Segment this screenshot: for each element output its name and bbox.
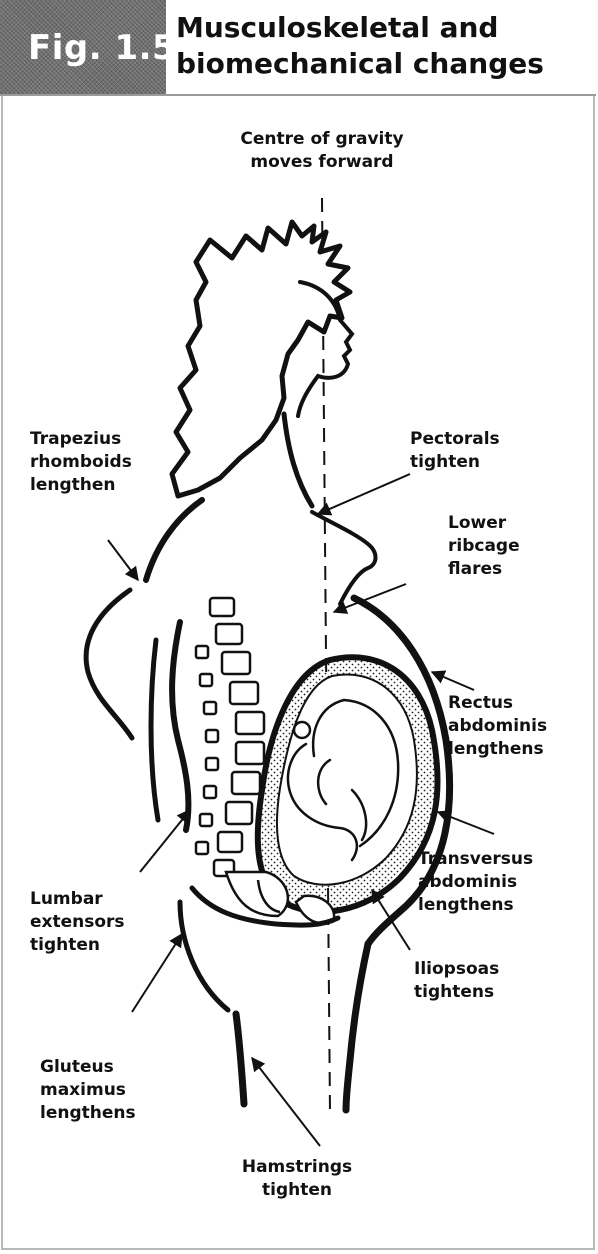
spine-vertebrae (196, 598, 264, 876)
label-rectus-line-1: Rectus (448, 692, 547, 715)
label-centre-of-gravity: Centre of gravity moves forward (222, 128, 422, 174)
label-iliopsoas-line-2: tightens (414, 981, 499, 1004)
arrow-rectus (432, 672, 474, 690)
label-transversus-line-1: Transversus (418, 848, 533, 871)
label-lumbar-line-2: extensors (30, 911, 125, 934)
label-transversus-line-3: lengthens (418, 894, 533, 917)
label-rectus-abdominis: Rectus abdominis lengthens (448, 692, 547, 761)
label-transversus-line-2: abdominis (418, 871, 533, 894)
label-hamstrings-line-2: tighten (222, 1179, 372, 1202)
label-trapezius-line-1: Trapezius (30, 428, 132, 451)
label-trapezius: Trapezius rhomboids lengthen (30, 428, 132, 497)
label-iliopsoas: Iliopsoas tightens (414, 958, 499, 1004)
label-centre-of-gravity-line-2: moves forward (222, 151, 422, 174)
arm-upper (86, 590, 132, 738)
label-rectus-line-2: abdominis (448, 715, 547, 738)
label-hamstrings: Hamstrings tighten (222, 1156, 372, 1202)
label-lumbar-line-3: tighten (30, 934, 125, 957)
label-gluteus-line-2: maximus (40, 1079, 136, 1102)
arrow-trapezius (108, 540, 138, 580)
label-gluteus-maximus: Gluteus maximus lengthens (40, 1056, 136, 1125)
arrow-iliopsoas (372, 890, 410, 950)
centre-of-gravity-line (322, 198, 330, 1112)
back-upper (146, 500, 202, 580)
label-lower-ribcage-line-1: Lower (448, 512, 520, 535)
label-lumbar-line-1: Lumbar (30, 888, 125, 911)
label-lower-ribcage-line-3: flares (448, 558, 520, 581)
neck-and-chest (284, 414, 312, 506)
label-rectus-line-3: lengthens (448, 738, 547, 761)
label-lumbar-extensors: Lumbar extensors tighten (30, 888, 125, 957)
label-trapezius-line-3: lengthen (30, 474, 132, 497)
label-hamstrings-line-1: Hamstrings (222, 1156, 372, 1179)
label-trapezius-line-2: rhomboids (30, 451, 132, 474)
label-pectorals: Pectorals tighten (410, 428, 500, 474)
arrow-hamstrings (252, 1058, 320, 1146)
label-gluteus-line-1: Gluteus (40, 1056, 136, 1079)
label-gluteus-line-3: lengthens (40, 1102, 136, 1125)
breast-outline (312, 512, 376, 604)
arrow-pectorals (318, 474, 410, 514)
label-transversus-abdominis: Transversus abdominis lengthens (418, 848, 533, 917)
label-lower-ribcage-line-2: ribcage (448, 535, 520, 558)
label-pectorals-line-1: Pectorals (410, 428, 500, 451)
label-lower-ribcage: Lower ribcage flares (448, 512, 520, 581)
front-leg (346, 944, 368, 1110)
arm-lower (151, 640, 158, 820)
arrow-gluteus (132, 934, 182, 1012)
label-iliopsoas-line-1: Iliopsoas (414, 958, 499, 981)
label-centre-of-gravity-line-1: Centre of gravity (222, 128, 422, 151)
label-pectorals-line-2: tighten (410, 451, 500, 474)
hip-back (180, 902, 228, 1010)
arrow-lumbar (140, 810, 190, 872)
back-lower (172, 622, 188, 830)
back-leg (236, 1014, 244, 1104)
